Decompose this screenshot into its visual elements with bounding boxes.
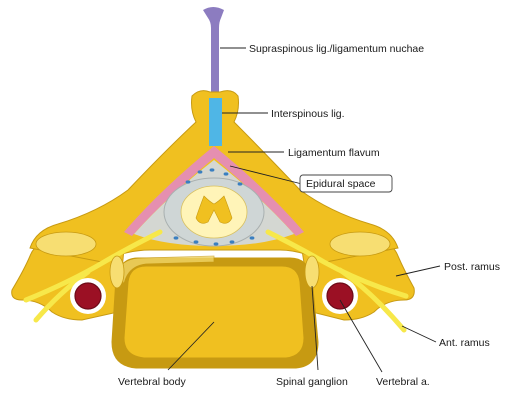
label-epidural: Epidural space	[306, 178, 376, 190]
epidural-fat-dot	[250, 236, 255, 239]
leader-ant-ramus	[402, 326, 436, 342]
epidural-fat-dot	[238, 182, 243, 185]
spinal-cord	[181, 186, 247, 238]
spinal-ganglion	[305, 256, 319, 288]
vertebral-body	[124, 266, 304, 358]
epidural-fat-dot	[194, 240, 199, 243]
epidural-fat-dot	[224, 172, 229, 175]
epidural-fat-dot	[210, 168, 215, 171]
epidural-fat-dot	[186, 180, 191, 183]
label-post-ramus: Post. ramus	[444, 261, 500, 273]
epidural-fat-dot	[198, 170, 203, 173]
left-vertebral-artery	[75, 283, 101, 309]
right-articular-facet	[330, 232, 390, 256]
interspinous-ligament	[209, 98, 222, 146]
label-vertebral-body: Vertebral body	[118, 376, 186, 388]
epidural-fat-dot	[230, 240, 235, 243]
supraspinous-ligament	[203, 7, 224, 98]
label-interspinous: Interspinous lig.	[271, 108, 345, 120]
spinal-ganglion-left	[110, 256, 124, 288]
label-flavum: Ligamentum flavum	[288, 147, 380, 159]
label-ant-ramus: Ant. ramus	[439, 337, 490, 349]
label-vertebral-a: Vertebral a.	[376, 376, 430, 388]
right-vertebral-artery	[327, 283, 353, 309]
label-spinal-ganglion: Spinal ganglion	[276, 376, 348, 388]
epidural-fat-dot	[214, 242, 219, 245]
epidural-fat-dot	[174, 236, 179, 239]
label-supraspinous: Supraspinous lig./ligamentum nuchae	[249, 43, 424, 55]
left-articular-facet	[36, 232, 96, 256]
